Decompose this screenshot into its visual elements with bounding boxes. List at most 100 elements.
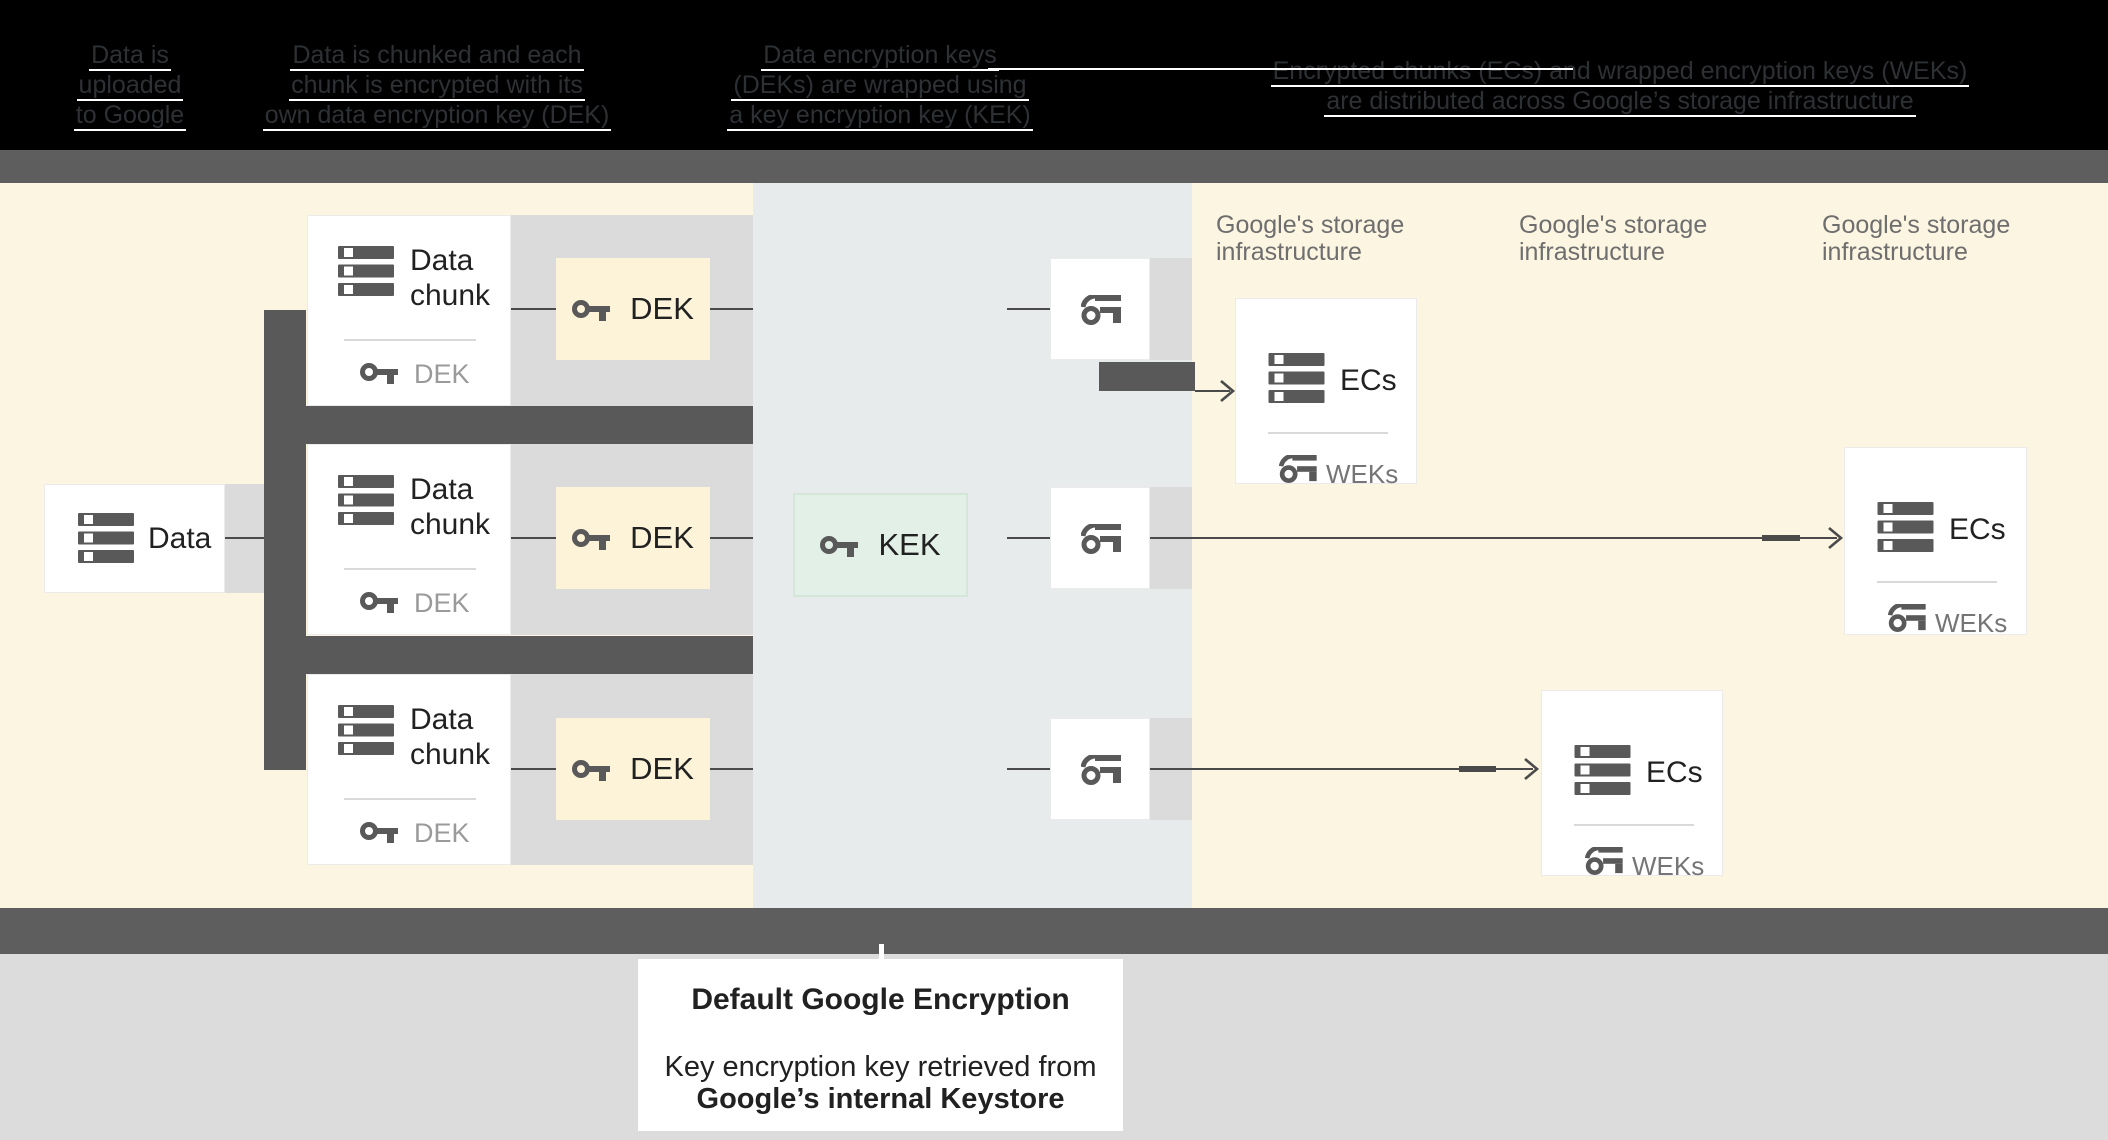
key-icon: [820, 533, 858, 557]
arrow-line: [1150, 768, 1533, 770]
dek-sub-label: DEK: [414, 818, 470, 848]
arrow-right-chevron-icon: [1826, 525, 1844, 551]
header-step-1-line-2: uploaded: [76, 71, 184, 101]
connector-tick: [879, 944, 884, 960]
connector-line: [511, 537, 556, 539]
storage-label-3-line-1: Google's storage: [1822, 211, 2011, 239]
data-chunk-card-1: Data chunk DEK: [307, 215, 511, 406]
connector-line: [710, 537, 753, 539]
wrapped-key-icon: [1278, 455, 1318, 483]
header-step-3-line-1: Data encryption keys: [761, 41, 999, 71]
header-step-4-line-2: are distributed across Google’s storage …: [1324, 87, 1916, 117]
server-stack-icon: [338, 246, 394, 296]
arrow-joint: [1762, 535, 1800, 541]
wrapped-key-box-1: [1050, 258, 1150, 360]
server-stack-icon: [1268, 353, 1325, 403]
header-step-3: Data encryption keys (DEKs) are wrapped …: [690, 40, 1070, 131]
storage-label-1-line-1: Google's storage: [1216, 211, 1405, 239]
top-divider-bar: [0, 150, 2108, 183]
wrapped-key-icon: [1081, 295, 1121, 325]
card-divider: [344, 798, 476, 800]
dek-box-label: DEK: [630, 751, 694, 786]
card-divider: [344, 339, 476, 341]
key-icon: [572, 297, 610, 321]
weks-sub-label: WEKs: [1632, 851, 1705, 881]
key-icon: [572, 526, 610, 550]
storage-label-3-line-2: infrastructure: [1822, 238, 1968, 266]
storage-label-2: Google's storage infrastructure: [1519, 212, 1707, 266]
branch-bar-2: [306, 636, 753, 674]
kek-box: KEK: [793, 493, 968, 597]
elbow-block: [1099, 362, 1195, 391]
branch-trunk: [264, 310, 306, 770]
card-divider: [1877, 581, 1997, 583]
wrapped-key-icon: [1081, 755, 1121, 785]
wrapped-key-box-3: [1050, 718, 1150, 820]
data-to-trunk-line: [225, 537, 264, 539]
connector-line: [710, 308, 753, 310]
storage-label-2-line-1: Google's storage: [1519, 211, 1708, 239]
wrapped-key-box-2: [1050, 487, 1150, 589]
key-icon: [360, 589, 398, 613]
arrow-line: [1195, 390, 1230, 392]
key-icon: [572, 757, 610, 781]
data-chunk-card-3: Data chunk DEK: [307, 674, 511, 865]
storage-label-3: Google's storage infrastructure: [1822, 212, 2010, 266]
dek-box-label: DEK: [630, 291, 694, 326]
caption-line-2: Google’s internal Keystore: [696, 1083, 1065, 1115]
header-step-1-line-3: to Google: [73, 101, 187, 131]
dek-box-1: DEK: [556, 258, 710, 360]
server-stack-icon: [78, 513, 134, 563]
ecs-title: ECs: [1646, 756, 1703, 789]
arrow-right-chevron-icon: [1522, 756, 1540, 782]
header-step-2: Data is chunked and each chunk is encryp…: [247, 40, 627, 131]
connector-line: [511, 768, 556, 770]
server-stack-icon: [338, 705, 394, 755]
ecs-card-2: ECs WEKs: [1844, 447, 2027, 638]
connector-line: [1007, 308, 1050, 310]
wrapped-key-icon: [1887, 604, 1927, 632]
dek-box-3: DEK: [556, 718, 710, 820]
connector-line: [710, 768, 753, 770]
footer-area: Default Google Encryption Key encryption…: [0, 954, 2108, 1140]
storage-label-2-line-2: infrastructure: [1519, 238, 1665, 266]
header-step-2-line-1: Data is chunked and each: [290, 41, 584, 71]
caption-line-1: Key encryption key retrieved from: [664, 1051, 1097, 1083]
key-icon: [360, 360, 398, 384]
ecs-card-1: ECs WEKs: [1235, 298, 1417, 489]
server-stack-icon: [338, 475, 394, 525]
header-step-4-line-1: Encrypted chunks (ECs) and wrapped encry…: [1270, 57, 1970, 87]
dek-sub-label: DEK: [414, 359, 470, 389]
data-box: Data: [44, 484, 225, 593]
data-chunk-title: Data chunk: [410, 244, 491, 312]
diagram-main-area: Google's storage infrastructure Google's…: [0, 183, 2108, 908]
weks-sub-label: WEKs: [1935, 608, 2008, 638]
wrapped-key-icon: [1081, 524, 1121, 554]
caption-card: Default Google Encryption Key encryption…: [638, 959, 1123, 1131]
header-band: Data is uploaded to Google Data is chunk…: [0, 0, 2108, 150]
weks-sub-label: WEKs: [1326, 459, 1399, 489]
caption-title: Default Google Encryption: [691, 983, 1070, 1016]
ecs-title: ECs: [1949, 513, 2006, 546]
connector-line: [1007, 768, 1050, 770]
storage-label-1-line-2: infrastructure: [1216, 238, 1362, 266]
dek-box-2: DEK: [556, 487, 710, 589]
dek-sub-label: DEK: [414, 588, 470, 618]
header-step-2-line-3: own data encryption key (DEK): [262, 101, 612, 131]
data-chunk-title: Data chunk: [410, 473, 491, 541]
header-step-4: Encrypted chunks (ECs) and wrapped encry…: [1270, 56, 1970, 117]
data-chunk-card-2: Data chunk DEK: [307, 444, 511, 635]
header-step-1-line-1: Data is: [89, 41, 171, 71]
branch-bar-1: [306, 406, 753, 444]
connector-line: [1007, 537, 1050, 539]
ecs-card-3: ECs WEKs: [1541, 690, 1723, 881]
key-box-strip: [1150, 258, 1192, 360]
server-stack-icon: [1877, 502, 1934, 552]
server-stack-icon: [1574, 745, 1631, 795]
decorative-line: [988, 68, 1573, 70]
data-box-label: Data: [148, 522, 212, 555]
wrapped-key-icon: [1584, 847, 1624, 875]
data-chunk-title: Data chunk: [410, 703, 491, 771]
arrow-joint: [1459, 766, 1496, 772]
